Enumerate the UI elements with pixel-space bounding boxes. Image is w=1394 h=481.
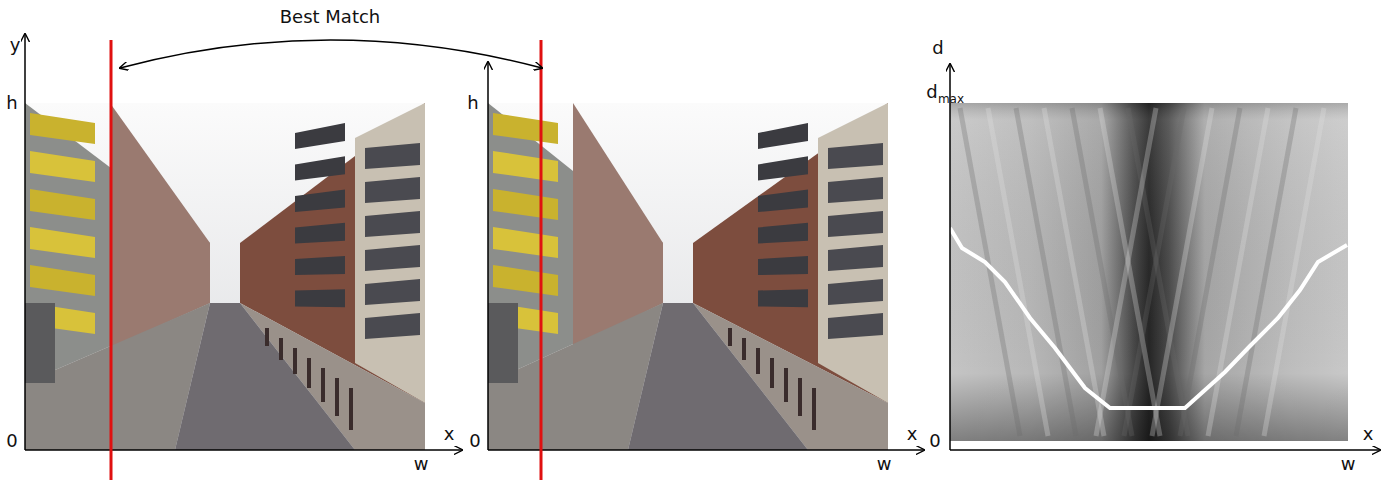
bollard [293,348,297,374]
bollard [321,368,325,402]
axis-label: h [467,94,478,112]
window [30,151,95,182]
doorway [25,303,55,383]
window [828,143,883,169]
bollard [742,338,746,360]
axis-label: y [10,36,21,54]
axis-label: 0 [469,432,480,450]
window [758,190,808,213]
window [493,113,558,144]
title-label: Best Match [280,8,381,26]
axis-label: x [1363,425,1374,443]
bollard [784,368,788,402]
window [758,289,808,307]
bollard [812,388,816,430]
doorway [488,303,518,383]
axis-label: d [932,39,943,57]
window [493,151,558,182]
y-axis [24,34,26,450]
window [30,265,95,296]
right-facade-near [818,103,888,403]
window [295,123,345,149]
axis-label: x [444,425,455,443]
bollard [349,388,353,430]
window [295,223,345,244]
bollard [770,358,774,388]
window [758,156,808,180]
window [828,211,883,237]
window [365,143,420,169]
x-axis [25,449,462,451]
bollard [307,358,311,388]
window [493,189,558,220]
window [828,245,883,271]
street-photo [488,103,888,450]
axis-label: 0 [6,432,17,450]
right-facade-near [355,103,425,403]
window [758,223,808,244]
axis-label: w [414,455,429,473]
scan-column [540,40,543,480]
window [828,313,883,339]
axis-label: h [6,94,17,112]
y-axis [949,64,951,450]
bollard [335,378,339,416]
window [365,211,420,237]
window [30,113,95,144]
axis-label: d [926,83,937,101]
bollard [279,338,283,360]
window [295,190,345,213]
x-axis [488,449,924,451]
road [175,303,355,450]
scan-column [110,40,113,480]
window [30,189,95,220]
bollard [728,328,732,346]
bollard [798,378,802,416]
window [493,227,558,258]
window [758,123,808,149]
window [365,245,420,271]
axis-label: 0 [929,432,940,450]
window [365,313,420,339]
window [295,256,345,275]
window [365,279,420,305]
window [30,227,95,258]
window [828,279,883,305]
window [828,177,883,203]
street-photo [25,103,425,450]
bollard [265,328,269,346]
window [365,177,420,203]
window [295,289,345,307]
window [758,256,808,275]
axis-label: w [1341,455,1356,473]
bollard [756,348,760,374]
axis-label: x [907,425,918,443]
window [295,156,345,180]
window [493,265,558,296]
y-axis [487,62,489,450]
x-axis [950,449,1380,451]
best-path [950,228,1347,408]
match-arrow [120,40,542,68]
axis-subscript: max [938,93,964,105]
road [628,303,808,450]
disparity-map [950,103,1348,441]
axis-label: w [877,455,892,473]
